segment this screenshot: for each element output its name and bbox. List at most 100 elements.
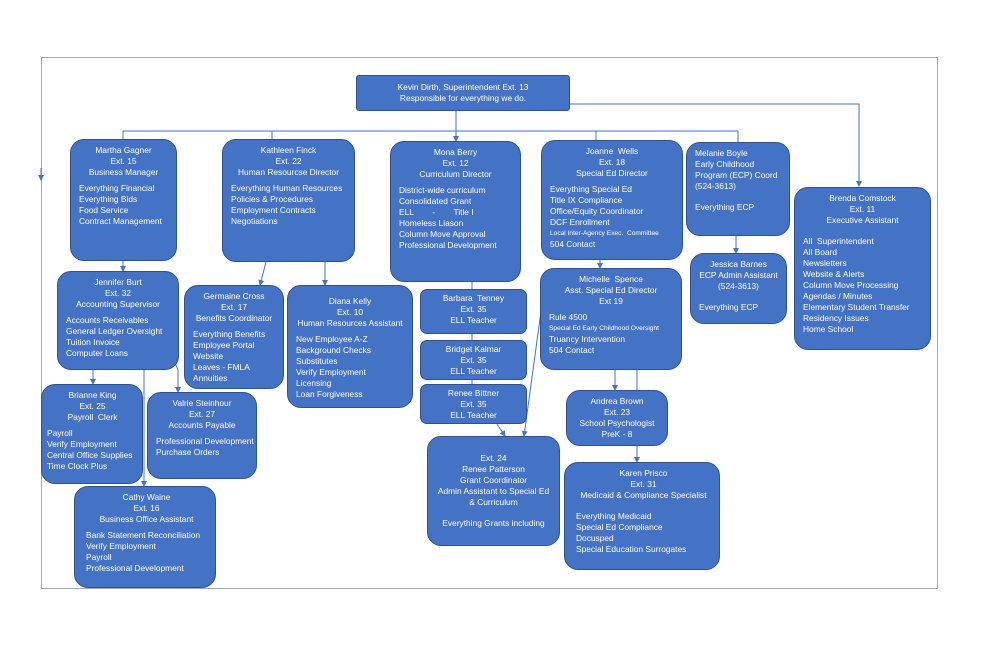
brenda-role: Executive Assistant <box>826 215 899 225</box>
kathleen-duty: Everything Human Resources <box>231 183 343 193</box>
barbara-tenney-box: Barbara Tenney Ext. 35 ELL Teacher <box>420 289 527 334</box>
melanie-boyle-box: Melanie Boyle Early Childhood Program (E… <box>686 142 790 236</box>
jennifer-duty: Accounts Receivables <box>66 315 149 325</box>
melanie-phone: (524-3613) <box>695 181 736 191</box>
brianne-duty: Verify Employment <box>47 439 117 449</box>
michelle-role: Asst. Special Ed Director <box>564 285 658 295</box>
brenda-duty: Home School <box>803 324 854 334</box>
mona-duty: Professional Development <box>399 240 497 250</box>
renee-patterson-name: Renee Patterson <box>462 464 525 474</box>
diana-ext: Ext. 10 <box>336 307 364 317</box>
martha-duty: Everything Financial <box>79 183 155 193</box>
michelle-duty-small: Special Ed Early Childhood Oversight <box>549 325 659 332</box>
bridget-name: Bridget Kalmar <box>445 344 502 354</box>
connector-to-brenda <box>570 103 862 187</box>
kathleen-finck-box: Kathleen Finck Ext. 22 Human Resourcse D… <box>222 139 355 262</box>
valrie-name: Valrie Steinhour <box>172 398 232 408</box>
martha-duty: Everything Bids <box>79 194 138 204</box>
renee-bittner-role: ELL Teacher <box>450 410 497 420</box>
mona-ext: Ext. 12 <box>442 158 469 168</box>
germaine-cross-box: Germaine Cross Ext. 17 Benefits Coordina… <box>184 285 284 389</box>
joanne-duty: 504 Contact <box>550 239 596 249</box>
brenda-duty: Column Move Processing <box>803 280 899 290</box>
cathy-duty: Payroll <box>86 552 112 562</box>
michelle-duty: Rule 4500 <box>549 312 588 322</box>
joanne-name: Joanne Wells <box>585 146 639 156</box>
joanne-wells-box: Joanne Wells Ext. 18 Special Ed Director… <box>541 140 683 260</box>
joanne-role: Special Ed Director <box>576 168 648 178</box>
michelle-ext: Ext 19 <box>599 296 623 306</box>
bridget-kalmar-box: Bridget Kalmar Ext. 35 ELL Teacher <box>420 340 527 380</box>
renee-bittner-box: Renee Bittner Ext. 35 ELL Teacher <box>420 384 527 424</box>
jennifer-duty: Tuition Invoice <box>66 337 120 347</box>
karen-duty: Everything Medicaid <box>576 511 652 521</box>
germaine-duty: Annuities <box>193 373 228 383</box>
brenda-name: Brenda Comstock <box>829 193 896 203</box>
jennifer-ext: Ext. 32 <box>104 288 132 298</box>
brianne-role: Payroll Clerk <box>67 412 118 422</box>
cathy-role: Business Office Assistant <box>99 514 194 524</box>
diana-name: Diana Kelly <box>328 296 372 306</box>
valrie-role: Accounts Payable <box>168 420 236 430</box>
diana-duty: Licensing <box>296 378 332 388</box>
jessica-phone: (524-3613) <box>718 281 759 291</box>
germaine-duty: Website <box>193 351 224 361</box>
andrea-ext: Ext. 23 <box>603 407 631 417</box>
karen-duty: Special Ed Compliance <box>576 522 663 532</box>
kathleen-duty: Employment Contracts <box>231 205 316 215</box>
jennifer-duty: Computer Loans <box>66 348 128 358</box>
germaine-role: Benefits Coordinator <box>195 313 273 323</box>
jennifer-burt-box: Jennifer Burt Ext. 32 Accounting Supervi… <box>57 271 179 370</box>
brianne-ext: Ext. 25 <box>79 401 106 411</box>
melanie-role: Program (ECP) Coord <box>695 170 778 180</box>
mona-duty: District-wide curriculum <box>399 185 486 195</box>
connector-to-renee-p-a <box>496 423 506 437</box>
mona-duty: Homeless Liason <box>399 218 464 228</box>
brenda-ext: Ext. 11 <box>849 204 876 214</box>
melanie-name: Melanie Boyle <box>695 148 748 158</box>
cathy-waine-box: Cathy Waine Ext. 16 Business Office Assi… <box>74 486 216 588</box>
brenda-duty: All Superintendent <box>803 236 874 246</box>
kathleen-role: Human Resourcse Director <box>238 167 339 177</box>
connector-to-germaine <box>258 261 267 286</box>
karen-role: Medicaid & Compliance Specialist <box>580 490 707 500</box>
barbara-ext: Ext. 35 <box>460 304 487 314</box>
cathy-duty: Bank Statement Reconciliation <box>86 530 201 540</box>
brenda-duty: All Board <box>803 247 837 257</box>
diana-duty: Background Checks <box>296 345 371 355</box>
cathy-duty: Professional Development <box>86 563 184 573</box>
superintendent-name: Kevin Dirth, Superintendent Ext. 13 <box>397 82 529 92</box>
joanne-duty-small: Local Inter-Agency Exec. Committee <box>550 230 659 237</box>
diana-duty: Loan Forgiveness <box>296 389 363 399</box>
jennifer-duty: General Ledger Oversight <box>66 326 163 336</box>
mona-duty: Consolidated Grant <box>399 196 472 206</box>
brianne-duty: Time Clock Plus <box>47 461 108 471</box>
martha-duty: Contract Management <box>79 216 162 226</box>
michelle-name: Michelle Spence <box>579 274 643 284</box>
brenda-duty: Elementary Student Transfer <box>803 302 910 312</box>
martha-duty: Food Service <box>79 205 129 215</box>
andrea-brown-box: Andrea Brown Ext. 23 School Psychologist… <box>566 390 668 446</box>
diana-role: Human Resources Assistant <box>297 318 403 328</box>
barbara-role: ELL Teacher <box>450 315 497 325</box>
diana-duty: Verify Employment <box>296 367 366 377</box>
brianne-duty: Central Office Supplies <box>47 450 133 460</box>
karen-duty: Special Education Surrogates <box>576 544 687 554</box>
bridget-ext: Ext. 35 <box>460 355 487 365</box>
renee-patterson-ext: Ext. 24 <box>480 453 507 463</box>
joanne-duty: Everything Special Ed <box>550 184 632 194</box>
superintendent-role: Responsible for everything we do. <box>399 93 527 103</box>
renee-bittner-ext: Ext. 35 <box>460 399 487 409</box>
karen-name: Karen Prisco <box>619 468 668 478</box>
jessica-name: Jessica Barnes <box>710 259 767 269</box>
kathleen-ext: Ext. 22 <box>275 156 302 166</box>
brenda-duty: Agendas / Minutes <box>803 291 873 301</box>
valrie-ext: Ext. 27 <box>188 409 216 419</box>
renee-patterson-role: Grant Coordinator <box>459 475 528 485</box>
martha-name: Martha Gagner <box>95 145 152 155</box>
renee-patterson-role: Admin Assistant to Special Ed <box>437 486 550 496</box>
cathy-ext: Ext. 16 <box>133 503 160 513</box>
valrie-duty: Professional Development <box>156 436 254 446</box>
jessica-role: ECP Admin Assistant <box>699 270 778 280</box>
brenda-duty: Residency Issues <box>803 313 869 323</box>
